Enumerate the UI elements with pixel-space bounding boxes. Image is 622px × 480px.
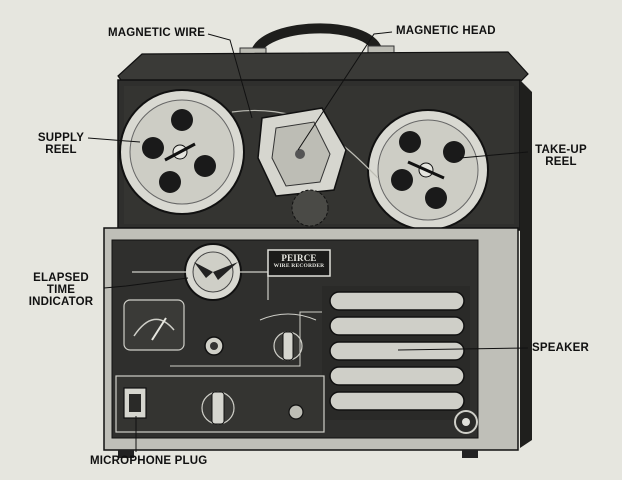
level-gauge: [123, 299, 185, 351]
case-side: [520, 80, 532, 448]
main-knob: [201, 391, 235, 425]
foot-left: [118, 450, 134, 458]
magnetic-head: [257, 107, 347, 197]
label-speaker: SPEAKER: [532, 342, 589, 354]
elapsed-time-dial: [184, 243, 242, 301]
label-elapsed-time-indicator: ELAPSED TIME INDICATOR: [28, 272, 94, 308]
nameplate-sub: WIRE RECORDER: [273, 263, 325, 269]
microphone-socket: [123, 387, 147, 419]
nameplate-text: PEIRCE WIRE RECORDER: [270, 254, 328, 270]
foot-right: [462, 450, 478, 458]
nameplate-brand: PEIRCE: [281, 253, 317, 263]
label-take-up-reel: TAKE-UP REEL: [535, 144, 587, 168]
leader-speaker: [397, 347, 529, 351]
leader-take-up-reel: [459, 151, 529, 159]
supply-reel: [119, 89, 245, 215]
pilot-light: [288, 404, 304, 420]
leader-supply-reel: [87, 137, 141, 143]
label-magnetic-wire: MAGNETIC WIRE: [108, 27, 206, 39]
function-selector: [259, 313, 317, 361]
leader-elapsed-time: [103, 277, 189, 289]
leader-magnetic-head: [297, 31, 393, 151]
drive-gear: [291, 189, 329, 227]
carrying-handle: [250, 23, 383, 61]
case-lid: [117, 51, 529, 85]
speaker-grille: [322, 286, 470, 420]
label-microphone-plug: MICROPHONE PLUG: [90, 455, 208, 467]
nameplate: [267, 249, 331, 277]
label-supply-reel: SUPPLY REEL: [37, 132, 85, 156]
leader-magnetic-wire: [207, 33, 253, 119]
label-magnetic-head: MAGNETIC HEAD: [396, 25, 496, 37]
take-up-reel: [367, 109, 489, 231]
